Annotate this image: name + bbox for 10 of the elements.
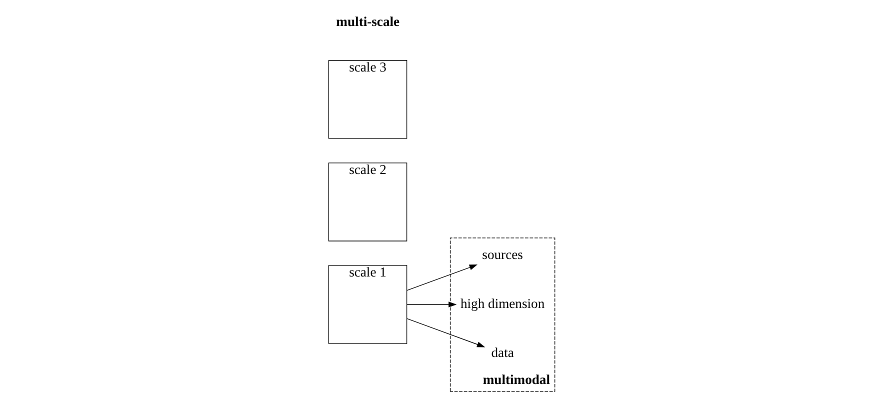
node-text: high dimension — [460, 296, 544, 311]
arrow — [406, 264, 478, 291]
node-box: scale 3 — [328, 60, 407, 139]
arrow — [406, 318, 485, 348]
label: multi-scale — [336, 14, 400, 30]
node-box: scale 2 — [328, 162, 407, 242]
node-box: scale 1 — [328, 265, 407, 344]
node-text: data — [490, 344, 514, 360]
arrow — [406, 302, 456, 308]
node-text: sources — [482, 247, 522, 262]
